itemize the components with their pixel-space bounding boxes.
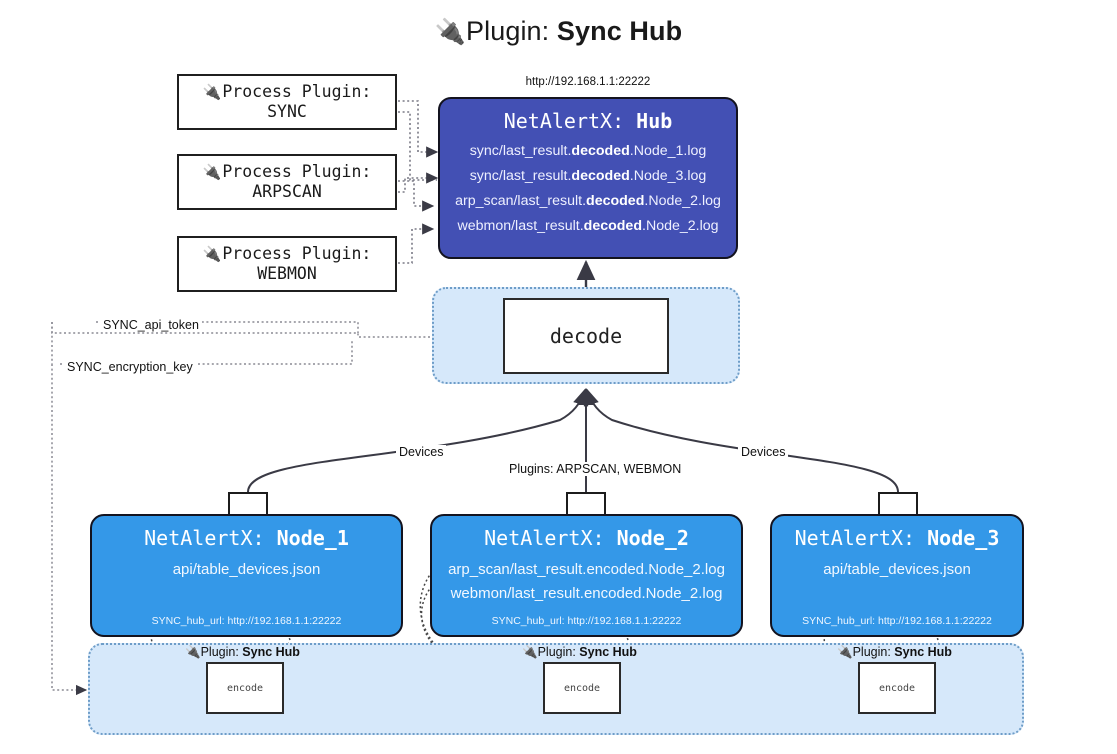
hub-log-row: arp_scan/last_result.decoded.Node_2.log xyxy=(440,189,736,214)
hub-log-post: .Node_3.log xyxy=(629,167,707,184)
process-plugin-name: SYNC xyxy=(267,102,307,122)
plug-icon: 🔌 xyxy=(202,245,222,264)
encode-box-2[interactable]: encode xyxy=(543,662,621,714)
edge-label-devices-left: Devices xyxy=(396,445,447,459)
plug-icon: 🔌 xyxy=(522,645,538,659)
node-line: arp_scan/last_result.encoded.Node_2.log xyxy=(448,561,725,578)
encoder-plugin-tag-1: 🔌Plugin: Sync Hub xyxy=(185,645,300,660)
node-title-prefix: NetAlertX: xyxy=(794,526,916,550)
process-plugin-label: Process Plugin: xyxy=(222,82,372,102)
hub-title-prefix: NetAlertX: xyxy=(503,109,625,133)
node-line: api/table_devices.json xyxy=(823,561,971,578)
node-title-prefix: NetAlertX: xyxy=(484,526,605,550)
hub-log-row: sync/last_result.decoded.Node_3.log xyxy=(440,164,736,189)
hub-log-bold: decoded xyxy=(583,217,642,234)
edge-label-plugins: Plugins: ARPSCAN, WEBMON xyxy=(506,462,685,476)
process-plugin-name: WEBMON xyxy=(257,264,317,284)
hub-node[interactable]: NetAlertX: Hub sync/last_result.decoded.… xyxy=(438,97,738,259)
plug-icon: 🔌 xyxy=(434,18,467,46)
hub-log-bold: decoded xyxy=(571,143,630,159)
encoder-plugin-tag-2: 🔌Plugin: Sync Hub xyxy=(522,645,637,660)
sync-api-token-label: SYNC_api_token xyxy=(100,318,202,332)
encode-box-1[interactable]: encode xyxy=(206,662,284,714)
encoder-plugin-name: Sync Hub xyxy=(579,645,637,659)
page-title: 🔌Plugin: Sync Hub xyxy=(0,16,1117,47)
node-title-prefix: NetAlertX: xyxy=(144,526,265,550)
node-line-list: api/table_devices.json xyxy=(772,558,1022,582)
hub-log-pre: webmon/last_result. xyxy=(457,217,584,234)
node-line-list: api/table_devices.json xyxy=(92,558,401,582)
hub-log-post: .Node_2.log xyxy=(642,217,719,234)
node-title-name: Node_3 xyxy=(927,526,1000,550)
sync-encryption-key-label: SYNC_encryption_key xyxy=(64,360,196,374)
hub-log-bold: decoded xyxy=(571,167,630,184)
plug-icon: 🔌 xyxy=(202,163,222,182)
node-title: NetAlertX: Node_3 xyxy=(772,526,1022,550)
encoder-plugin-label: Plugin: xyxy=(537,645,576,659)
process-plugin-sync[interactable]: 🔌Process Plugin: SYNC xyxy=(177,74,397,130)
hub-log-pre: arp_scan/last_result. xyxy=(455,192,587,209)
edge-label-devices-right: Devices xyxy=(738,445,789,459)
encoder-plugin-label: Plugin: xyxy=(200,645,239,659)
node-2[interactable]: NetAlertX: Node_2 arp_scan/last_result.e… xyxy=(430,514,743,637)
process-plugin-name: ARPSCAN xyxy=(252,182,322,202)
node-line-list: arp_scan/last_result.encoded.Node_2.log … xyxy=(432,558,741,607)
node-title: NetAlertX: Node_2 xyxy=(432,526,741,550)
node-title: NetAlertX: Node_1 xyxy=(92,526,401,550)
hub-log-row: sync/last_result.decoded.Node_1.log xyxy=(440,139,736,164)
hub-log-bold: decoded xyxy=(586,192,645,209)
hub-log-post: .Node_1.log xyxy=(629,143,707,159)
plug-icon: 🔌 xyxy=(202,83,222,102)
encoder-plugin-name: Sync Hub xyxy=(242,645,300,659)
node-title-name: Node_1 xyxy=(276,526,349,550)
encoder-plugin-tag-3: 🔌Plugin: Sync Hub xyxy=(837,645,952,660)
hub-title-name: Hub xyxy=(636,109,673,133)
hub-log-pre: sync/last_result. xyxy=(469,143,572,159)
encoder-plugin-label: Plugin: xyxy=(852,645,891,659)
process-plugin-arpscan[interactable]: 🔌Process Plugin: ARPSCAN xyxy=(177,154,397,210)
page-title-label: Plugin: xyxy=(466,16,550,46)
hub-url-caption: http://192.168.1.1:22222 xyxy=(525,76,651,88)
encode-box-3[interactable]: encode xyxy=(858,662,936,714)
process-plugin-webmon[interactable]: 🔌Process Plugin: WEBMON xyxy=(177,236,397,292)
encoder-plugin-name: Sync Hub xyxy=(894,645,952,659)
hub-log-row: webmon/last_result.decoded.Node_2.log xyxy=(440,214,736,239)
node-title-name: Node_2 xyxy=(616,526,689,550)
node-1[interactable]: NetAlertX: Node_1 api/table_devices.json… xyxy=(90,514,403,637)
node-3[interactable]: NetAlertX: Node_3 api/table_devices.json… xyxy=(770,514,1024,637)
node-hub-url: SYNC_hub_url: http://192.168.1.1:22222 xyxy=(151,615,342,627)
hub-log-pre: sync/last_result. xyxy=(469,167,572,184)
node-line: webmon/last_result.encoded.Node_2.log xyxy=(450,585,723,603)
hub-title: NetAlertX: Hub xyxy=(440,109,736,133)
hub-log-list: sync/last_result.decoded.Node_1.log sync… xyxy=(440,139,736,238)
hub-log-post: .Node_2.log xyxy=(644,192,721,209)
node-hub-url: SYNC_hub_url: http://192.168.1.1:22222 xyxy=(491,615,682,627)
plug-icon: 🔌 xyxy=(837,645,853,659)
decode-box[interactable]: decode xyxy=(503,298,669,374)
page-title-name: Sync Hub xyxy=(556,16,683,46)
process-plugin-label: Process Plugin: xyxy=(222,244,372,264)
node-line: api/table_devices.json xyxy=(172,561,321,578)
process-plugin-label: Process Plugin: xyxy=(222,162,372,182)
plug-icon: 🔌 xyxy=(185,645,201,659)
node-hub-url: SYNC_hub_url: http://192.168.1.1:22222 xyxy=(802,615,992,627)
